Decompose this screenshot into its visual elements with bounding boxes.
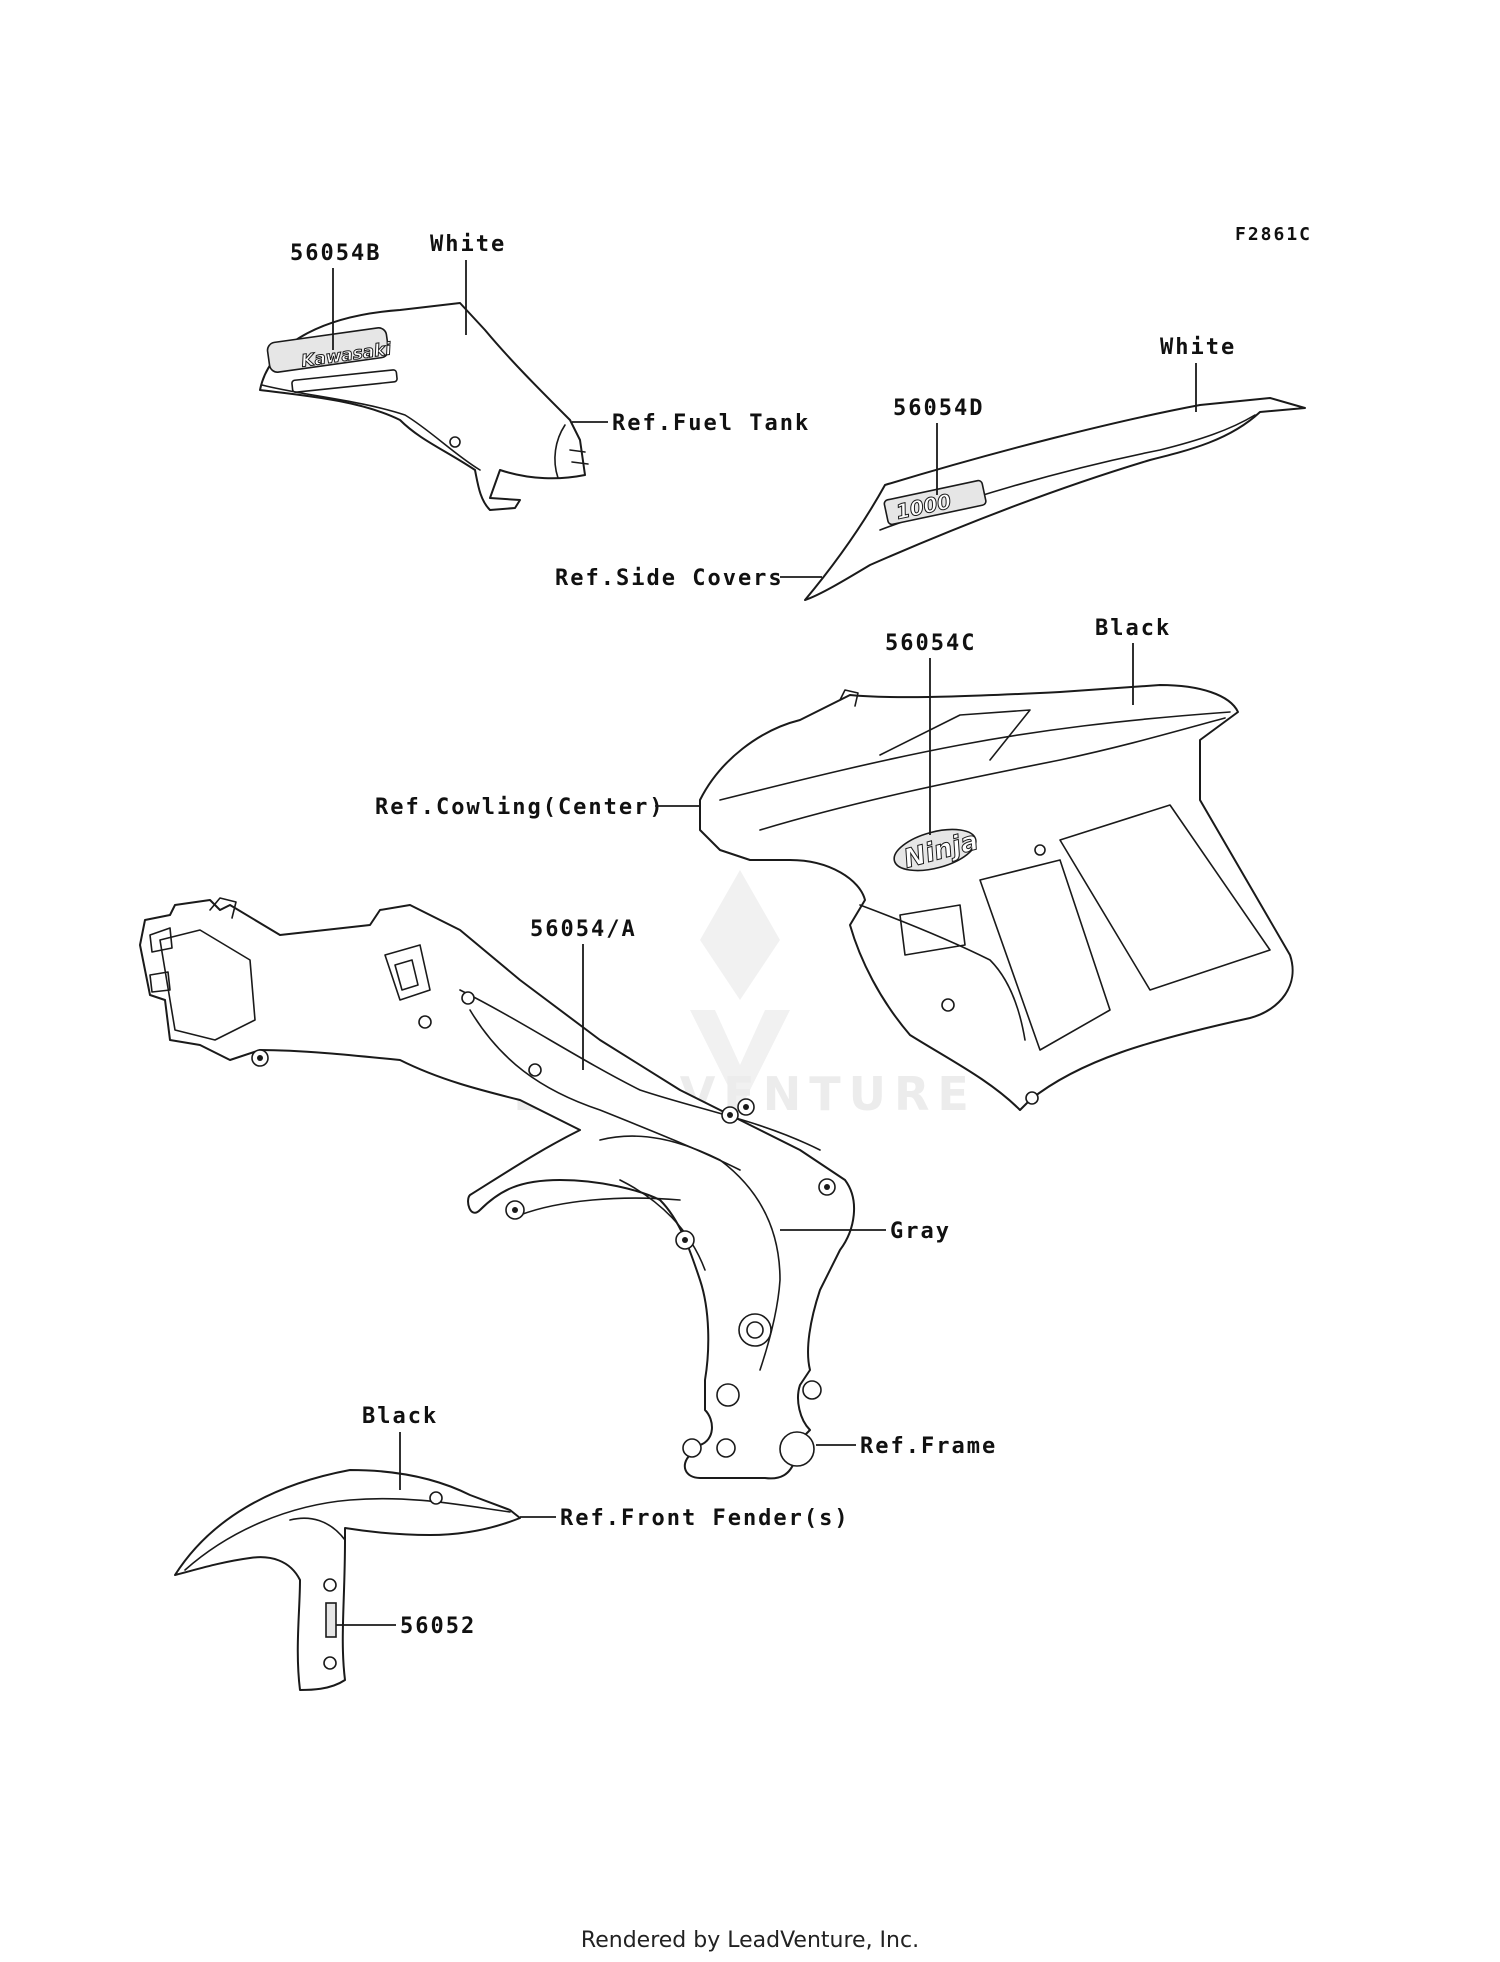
frame-head-lug-1	[149, 927, 173, 953]
front-fender-bolt-2	[323, 1656, 337, 1670]
frame-mount-14	[528, 1063, 542, 1077]
frame-spar	[599, 1135, 781, 1371]
cowling-body	[699, 684, 1294, 1111]
label-ref-frame[interactable]: Ref.Frame	[860, 1434, 997, 1459]
frame-head-lug-3	[209, 897, 237, 919]
tank-decal-strip	[291, 369, 398, 394]
front-fender-inner	[289, 1517, 346, 1541]
label-ref-cowling[interactable]: Ref.Cowling(Center)	[375, 795, 665, 820]
figure-id: F2861C	[1235, 224, 1312, 245]
label-ref-front-fender[interactable]: Ref.Front Fender(s)	[560, 1506, 850, 1531]
cowling-bolt-upper	[1034, 844, 1046, 856]
cowling-vent-2	[1059, 804, 1271, 991]
cowling-vent-1	[979, 859, 1111, 1051]
cowling-lower-edge	[859, 904, 1026, 1041]
frame-mount-9	[682, 1438, 702, 1458]
cowling-panel	[879, 709, 1031, 761]
watermark-flame-icon	[700, 870, 780, 1000]
front-fender[interactable]	[174, 1469, 521, 1691]
front-fender-ridge	[184, 1497, 511, 1571]
label-56054c: 56054C	[885, 631, 976, 656]
frame-rail-upper	[459, 989, 821, 1151]
side-decal-56054d	[883, 479, 987, 526]
cowling-inner-panel	[899, 904, 966, 956]
label-56052: 56052	[400, 1614, 476, 1639]
frame-mount-10	[716, 1438, 736, 1458]
label-white-tank: White	[430, 232, 506, 257]
label-ref-side-covers[interactable]: Ref.Side Covers	[555, 566, 784, 591]
cowling-bolt-mid	[941, 998, 955, 1012]
label-white-side: White	[1160, 335, 1236, 360]
tank-decal-56054b	[266, 327, 390, 373]
frame-window-2	[394, 959, 419, 991]
frame-headstock	[159, 929, 256, 1041]
label-56054d: 56054D	[893, 396, 984, 421]
label-gray-frame: Gray	[890, 1219, 951, 1244]
side-cover-body	[804, 397, 1306, 601]
frame-mount-1-inner	[257, 1055, 263, 1061]
frame-mount-12	[461, 991, 475, 1005]
frame-mount-13	[418, 1015, 432, 1029]
front-fender-clip	[429, 1491, 443, 1505]
frame-crossmember	[519, 1197, 681, 1216]
frame-mount-5-inner	[682, 1237, 688, 1243]
cowling-line-2	[759, 717, 1226, 831]
fender-decal-56052	[325, 1602, 337, 1638]
side-cover[interactable]: 1000	[804, 397, 1306, 601]
cowling-tab	[839, 689, 859, 707]
fuel-tank-body	[259, 302, 586, 511]
frame[interactable]	[139, 897, 856, 1480]
label-56054b: 56054B	[290, 241, 381, 266]
frame-mount-6-inner	[512, 1207, 518, 1213]
frame-mount-2-inner	[727, 1112, 733, 1118]
frame-body	[139, 899, 856, 1480]
frame-pivot-inner	[746, 1321, 764, 1339]
fuel-tank-bracket	[569, 449, 589, 465]
frame-spar-inner	[619, 1179, 706, 1271]
footer-credit: Rendered by LeadVenture, Inc.	[580, 1928, 920, 1953]
fuel-tank-rear	[554, 424, 566, 479]
label-56054a: 56054/A	[530, 917, 637, 942]
label-ref-fuel-tank[interactable]: Ref.Fuel Tank	[612, 411, 810, 436]
cowling[interactable]: Ninja	[699, 684, 1294, 1111]
fuel-tank-bolt	[449, 436, 461, 448]
frame-mount-4-inner	[824, 1184, 830, 1190]
label-black-cowl: Black	[1095, 616, 1171, 641]
cowling-bolt-lower	[1025, 1091, 1039, 1105]
frame-head-lug-2	[149, 971, 171, 993]
label-black-fender: Black	[362, 1404, 438, 1429]
frame-mount-3-inner	[743, 1104, 749, 1110]
frame-mount-11	[779, 1431, 815, 1467]
frame-mount-7	[716, 1383, 740, 1407]
frame-mount-8	[802, 1380, 822, 1400]
fuel-tank[interactable]: Kawasaki	[259, 302, 589, 511]
watermark-v-icon	[690, 1010, 790, 1110]
front-fender-bolt-1	[323, 1578, 337, 1592]
frame-window-1	[384, 944, 431, 1001]
cowling-line-1	[719, 711, 1231, 801]
front-fender-body	[174, 1469, 521, 1691]
